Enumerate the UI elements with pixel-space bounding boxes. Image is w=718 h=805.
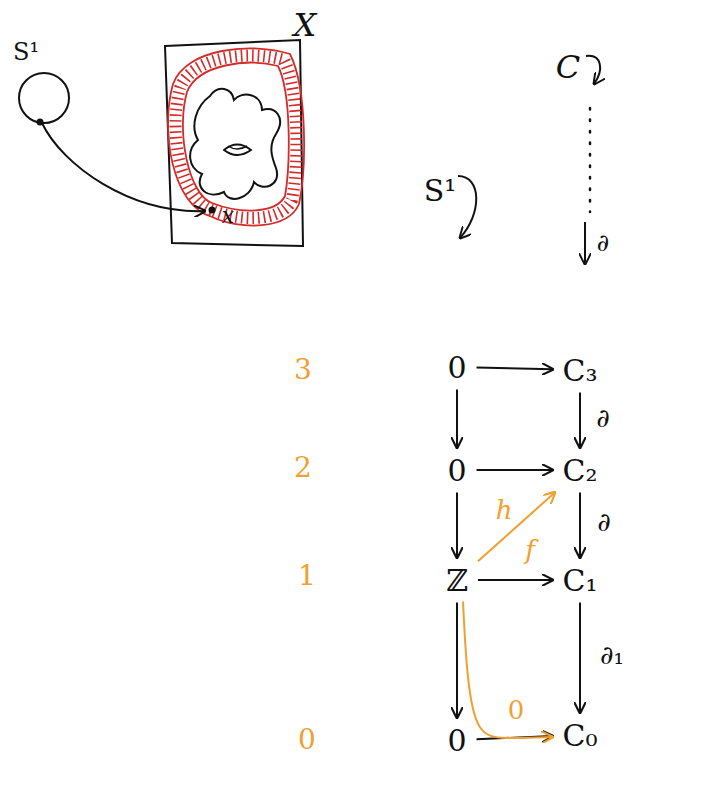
complex-arrow [458, 176, 476, 238]
edge-label: ∂₁ [598, 641, 626, 670]
term-text: 0 [447, 454, 466, 487]
arrow [456, 390, 458, 448]
loop-inner [183, 63, 289, 211]
space-square [165, 40, 303, 246]
complex-term: C₁ [557, 562, 604, 599]
arrow [456, 603, 458, 718]
term-text: C₁ [563, 564, 598, 597]
term-text: C₀ [563, 719, 598, 752]
math-label: x [220, 204, 236, 228]
math-label: S¹ [422, 174, 459, 207]
term-text: 0 [447, 724, 466, 757]
edge-label: ∂ [595, 508, 612, 537]
degree-number: 3 [292, 355, 314, 386]
edge-label: ∂ [594, 404, 611, 433]
arrow [579, 603, 581, 713]
complex-term: 0 [441, 349, 472, 386]
arrow [478, 579, 553, 581]
arrow [477, 367, 553, 369]
boundary-arrow [584, 222, 586, 264]
circle-s1 [19, 73, 69, 123]
degree-number: 2 [292, 453, 314, 484]
complex-term: 0 [441, 722, 472, 759]
complex-term: 0 [441, 452, 472, 489]
complex-term: C₃ [557, 352, 604, 389]
complex-term: C₀ [557, 717, 604, 754]
hole-curve [228, 146, 247, 149]
hatched-loop [175, 56, 296, 218]
map-arrow [42, 123, 205, 211]
arrow [463, 602, 553, 739]
arrow [579, 393, 581, 448]
term-text: C₃ [563, 354, 598, 387]
complex-arrow [586, 56, 600, 84]
math-label: S¹ [11, 39, 41, 65]
complex-term: ℤ [440, 562, 474, 599]
ellipsis-dots [589, 108, 592, 212]
arrow [477, 469, 553, 471]
space-blob [190, 89, 280, 199]
complex-term: C₂ [557, 452, 604, 489]
math-label: C [554, 50, 582, 85]
arrow [456, 493, 458, 558]
term-text: 0 [447, 351, 466, 384]
hole [224, 145, 251, 156]
loop-outer [168, 48, 304, 225]
edge-label: 0 [506, 696, 527, 725]
arrow [579, 493, 581, 558]
edge-label: f [523, 536, 537, 565]
term-text: ℤ [446, 564, 468, 597]
math-label: X [292, 8, 319, 43]
base-point [209, 207, 216, 214]
degree-number: 0 [296, 725, 318, 756]
term-text: C₂ [563, 454, 598, 487]
arrow [478, 493, 555, 562]
edge-label: h [494, 496, 515, 525]
degree-number: 1 [296, 561, 318, 592]
math-label: ∂ [595, 230, 611, 256]
